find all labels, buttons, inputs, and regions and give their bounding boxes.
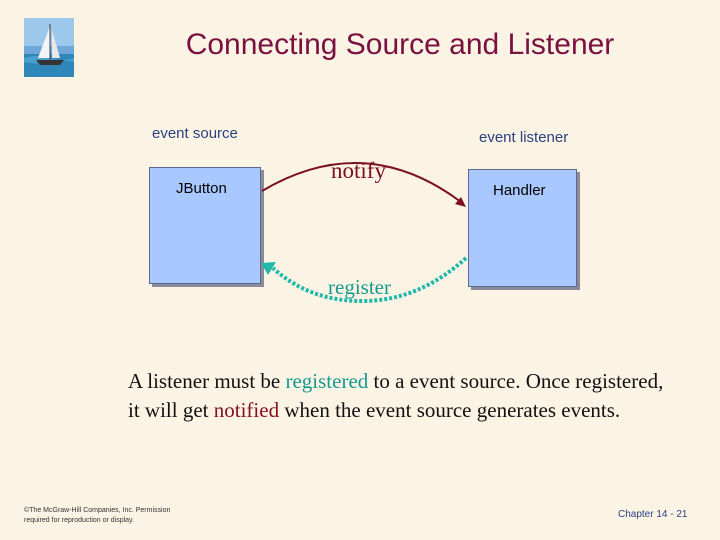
explanation-paragraph: A listener must be registered to a event…	[128, 367, 668, 425]
event-listener-label: event listener	[479, 129, 569, 146]
event-source-label: event source	[152, 125, 238, 142]
register-arrow-head	[261, 262, 276, 275]
registered-word: registered	[285, 369, 369, 393]
chapter-page-number: Chapter 14 - 21	[618, 509, 688, 520]
paragraph-text: when the event source generates events.	[279, 398, 621, 422]
notify-arrow-head	[455, 197, 466, 207]
register-label: register	[328, 275, 391, 299]
notified-word: notified	[213, 398, 280, 422]
paragraph-text: A listener must be	[128, 369, 286, 393]
listener-box-label: Handler	[493, 182, 546, 199]
source-box-label: JButton	[176, 180, 227, 197]
paragraph-text: to a event source. Once registered, it w…	[128, 369, 664, 422]
listener-box: Handler	[468, 169, 577, 287]
notify-label: notify	[331, 158, 386, 183]
sailboat-logo-icon	[24, 18, 74, 77]
source-box: JButton	[149, 167, 261, 284]
slide-title: Connecting Source and Listener	[185, 28, 615, 61]
copyright-notice: ©The McGraw-Hill Companies, Inc. Permiss…	[24, 507, 171, 524]
